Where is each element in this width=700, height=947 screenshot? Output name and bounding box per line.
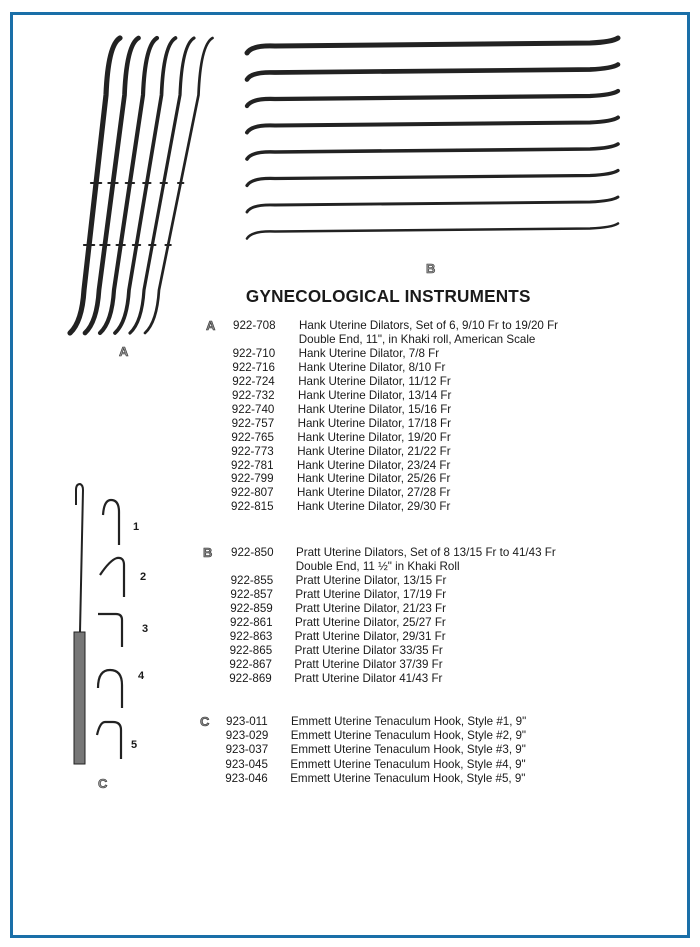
figure-label-b: B bbox=[426, 261, 436, 277]
catalog-code: 922-716 bbox=[232, 360, 275, 374]
pratt-dilator-rod bbox=[245, 195, 620, 214]
catalog-code: 922-724 bbox=[232, 374, 275, 388]
hank-dilator-rod bbox=[82, 35, 141, 336]
catalog-description: Pratt Uterine Dilator 41/43 Fr bbox=[294, 672, 443, 685]
catalog-description: Hank Uterine Dilator, 13/14 Fr bbox=[298, 388, 452, 402]
catalog-code: 922-850 bbox=[231, 546, 274, 559]
hook-number-5: 5 bbox=[131, 739, 138, 751]
catalog-description: Hank Uterine Dilator, 7/8 Fr bbox=[298, 346, 440, 360]
pratt-dilator-rod bbox=[245, 115, 620, 135]
hook-style-1 bbox=[101, 498, 121, 545]
section-letter-c: C bbox=[200, 714, 210, 730]
hank-dilators-illustration bbox=[67, 35, 214, 336]
pratt-dilator-rod bbox=[244, 88, 621, 109]
catalog-description: Pratt Uterine Dilator 37/39 Fr bbox=[294, 658, 443, 671]
hank-dilator-rod bbox=[128, 36, 196, 335]
catalog-code: 922-765 bbox=[231, 430, 274, 444]
catalog-description: Pratt Uterine Dilator, 13/15 Fr bbox=[295, 574, 447, 587]
pratt-dilator-rod bbox=[244, 62, 621, 82]
catalog-code: 922-815 bbox=[231, 500, 274, 514]
catalog-description: Hank Uterine Dilator, 11/12 Fr bbox=[298, 374, 451, 388]
catalog-description: Hank Uterine Dilator, 29/30 Fr bbox=[297, 500, 451, 514]
tenaculum-hooks-illustration bbox=[73, 482, 126, 765]
hook-style-5 bbox=[95, 720, 123, 759]
catalog-description: Hank Uterine Dilator, 19/20 Fr bbox=[297, 430, 451, 444]
catalog-description: Pratt Uterine Dilator, 29/31 Fr bbox=[294, 630, 446, 643]
catalog-description: Hank Uterine Dilator, 23/24 Fr bbox=[297, 458, 451, 472]
catalog-code: 922-799 bbox=[231, 472, 274, 486]
catalog-code: 922-757 bbox=[231, 416, 275, 430]
catalog-description: Emmett Uterine Tenaculum Hook, Style #4,… bbox=[290, 757, 526, 771]
hook-number-1: 1 bbox=[133, 521, 140, 533]
catalog-code: 922-855 bbox=[230, 574, 274, 587]
hook-number-3: 3 bbox=[142, 623, 149, 635]
catalog-description: Pratt Uterine Dilator, 25/27 Fr bbox=[295, 616, 446, 629]
figure-label-a: A bbox=[119, 344, 129, 360]
pratt-dilators-illustration bbox=[244, 35, 621, 240]
catalog-code: 922-740 bbox=[231, 402, 275, 416]
section-letter-b: B bbox=[203, 545, 213, 561]
catalog-code: 922-867 bbox=[229, 658, 272, 671]
catalog-description: Pratt Uterine Dilators, Set of 8 13/15 F… bbox=[296, 546, 556, 559]
catalog-code: 923-045 bbox=[225, 757, 268, 771]
figure-label-c: C bbox=[98, 776, 108, 792]
tenaculum-handle bbox=[73, 631, 86, 765]
catalog-code: 923-011 bbox=[226, 715, 268, 728]
hank-dilator-rod bbox=[67, 35, 123, 336]
catalog-code: 922-865 bbox=[229, 644, 273, 657]
hook-number-2: 2 bbox=[140, 571, 147, 583]
catalog-code: 922-807 bbox=[231, 486, 274, 500]
pratt-dilator-rod bbox=[245, 142, 620, 161]
hook-style-4 bbox=[96, 668, 124, 708]
catalog-description: Emmett Uterine Tenaculum Hook, Style #3,… bbox=[290, 743, 526, 757]
catalog-code: 923-046 bbox=[225, 771, 268, 785]
catalog-description: Hank Uterine Dilator, 15/16 Fr bbox=[297, 402, 452, 416]
section-letter-a: A bbox=[206, 318, 216, 334]
hank-dilator-rod bbox=[113, 36, 178, 335]
pratt-dilator-rod bbox=[245, 168, 620, 188]
catalog-description: Hank Uterine Dilator, 8/10 Fr bbox=[298, 360, 446, 374]
catalog-code: 922-710 bbox=[232, 346, 276, 360]
catalog-description: Emmett Uterine Tenaculum Hook, Style #1,… bbox=[291, 715, 527, 728]
catalog-code: 922-869 bbox=[229, 672, 272, 685]
catalog-code: 922-861 bbox=[230, 616, 273, 629]
hank-dilator-rod bbox=[97, 35, 160, 336]
catalog-code: 922-773 bbox=[231, 444, 274, 458]
catalog-code: 922-857 bbox=[230, 588, 273, 601]
catalog-description: Hank Uterine Dilator, 27/28 Fr bbox=[297, 486, 451, 500]
pratt-dilator-rod bbox=[244, 35, 621, 56]
catalog-description: Pratt Uterine Dilator, 17/19 Fr bbox=[295, 588, 447, 601]
catalog-description: Double End, 11 ½" in Khaki Roll bbox=[295, 560, 460, 573]
catalog-code: 922-859 bbox=[230, 602, 273, 615]
catalog-code: 923-037 bbox=[225, 743, 269, 757]
page-frame bbox=[10, 12, 690, 938]
catalog-code: 922-863 bbox=[229, 630, 273, 643]
hank-dilator-rod bbox=[143, 36, 214, 335]
hook-style-2 bbox=[99, 556, 126, 597]
catalog-description: Hank Uterine Dilator, 25/26 Fr bbox=[297, 472, 451, 486]
hook-style-3 bbox=[98, 612, 124, 647]
catalog-description: Hank Uterine Dilator, 21/22 Fr bbox=[297, 444, 451, 458]
catalog-description: Pratt Uterine Dilator 33/35 Fr bbox=[294, 644, 443, 657]
catalog-description: Hank Uterine Dilators, Set of 6, 9/10 Fr… bbox=[299, 319, 559, 332]
catalog-code: 923-029 bbox=[225, 729, 269, 743]
catalog-description: Hank Uterine Dilator, 17/18 Fr bbox=[297, 416, 451, 430]
page-title: GYNECOLOGICAL INSTRUMENTS bbox=[245, 286, 531, 306]
catalog-description: Emmett Uterine Tenaculum Hook, Style #5,… bbox=[290, 771, 526, 785]
catalog-code: 922-781 bbox=[231, 458, 274, 472]
pratt-dilator-rod bbox=[245, 222, 620, 240]
catalog-code: 922-732 bbox=[232, 388, 275, 402]
catalog-description: Double End, 11", in Khaki roll, American… bbox=[298, 332, 536, 346]
hook-number-4: 4 bbox=[138, 670, 145, 682]
catalog-description: Emmett Uterine Tenaculum Hook, Style #2,… bbox=[290, 729, 527, 743]
tenaculum-full-instrument bbox=[75, 482, 85, 633]
catalog-code: 922-708 bbox=[233, 319, 276, 332]
catalog-description: Pratt Uterine Dilator, 21/23 Fr bbox=[295, 602, 446, 615]
